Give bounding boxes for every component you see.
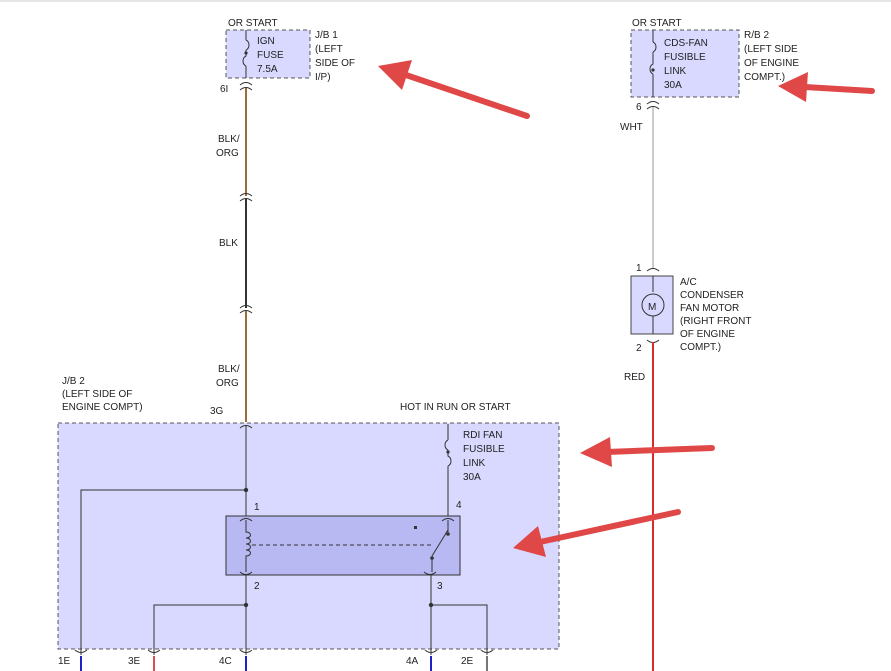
connector-inline-1 <box>239 193 253 197</box>
ign-fuse-name: IGN FUSE 7.5A <box>257 36 286 75</box>
cds-fan-link-pin: 6 <box>636 102 642 113</box>
wire-label-blk-org-2: BLK/ ORG <box>216 364 242 389</box>
relay-pin-1: 1 <box>254 502 260 513</box>
motor-pin-2: 2 <box>636 343 642 354</box>
wire-label-red: RED <box>624 372 645 383</box>
relay-switch <box>431 529 449 557</box>
jb2-wire-1e <box>80 489 246 655</box>
connector-3g <box>239 425 253 429</box>
connector-6 <box>646 101 660 105</box>
pin-label-4c: 4C <box>219 656 232 667</box>
motor-pin-1: 1 <box>636 263 642 274</box>
rdi-fan-link-symbol <box>444 424 452 516</box>
wire-label-blk-org-1: BLK/ ORG <box>216 134 242 159</box>
annotation-arrow-relay <box>513 509 681 557</box>
ign-fuse-pin: 6I <box>220 84 228 95</box>
cds-fan-link-symbol <box>649 30 657 97</box>
cds-supply-label: OR START <box>632 18 682 29</box>
pin-label-2e: 2E <box>461 656 474 667</box>
rdi-fan-link-label: RDI FAN FUSIBLE LINK 30A <box>463 430 507 483</box>
motor-label: A/C CONDENSER FAN MOTOR (RIGHT FRONT OF … <box>680 277 754 353</box>
cds-fan-link-box <box>630 29 740 98</box>
annotation-arrow-ign-fuse <box>378 60 530 119</box>
motor-connector-top <box>646 268 660 272</box>
relay-pin-4: 4 <box>456 500 462 511</box>
cds-fan-link-location: R/B 2 (LEFT SIDE OF ENGINE COMPT.) <box>744 30 802 83</box>
annotation-arrow-jb2 <box>580 437 715 467</box>
svg-text:M: M <box>648 302 656 313</box>
jb2-hot-label: HOT IN RUN OR START <box>400 402 511 413</box>
jb2-label: J/B 2 (LEFT SIDE OF ENGINE COMPT) <box>62 376 143 413</box>
connector-6i <box>239 82 253 86</box>
relay-coil <box>245 520 251 572</box>
jb2-wire-2e <box>431 604 488 655</box>
relay-pin-2: 2 <box>254 581 260 592</box>
ign-fuse-box <box>225 29 311 79</box>
wire-label-wht: WHT <box>620 122 643 133</box>
annotation-arrow-cds-link <box>778 72 875 102</box>
cds-fan-link-name: CDS-FAN FUSIBLE LINK 30A <box>664 38 711 91</box>
jb2-input-pin: 3G <box>210 406 224 417</box>
relay-pin-3: 3 <box>437 581 443 592</box>
wire-label-blk: BLK <box>219 238 238 249</box>
pin-label-3e: 3E <box>128 656 141 667</box>
jb2-wire-3e <box>153 604 246 655</box>
ign-fuse-symbol <box>242 30 250 78</box>
ign-fuse-location: J/B 1 (LEFT SIDE OF I/P) <box>315 30 358 83</box>
connector-inline-2 <box>239 305 253 309</box>
pin-label-4a: 4A <box>406 656 419 667</box>
ign-supply-label: OR START <box>228 18 278 29</box>
pin-label-1e: 1E <box>58 656 71 667</box>
